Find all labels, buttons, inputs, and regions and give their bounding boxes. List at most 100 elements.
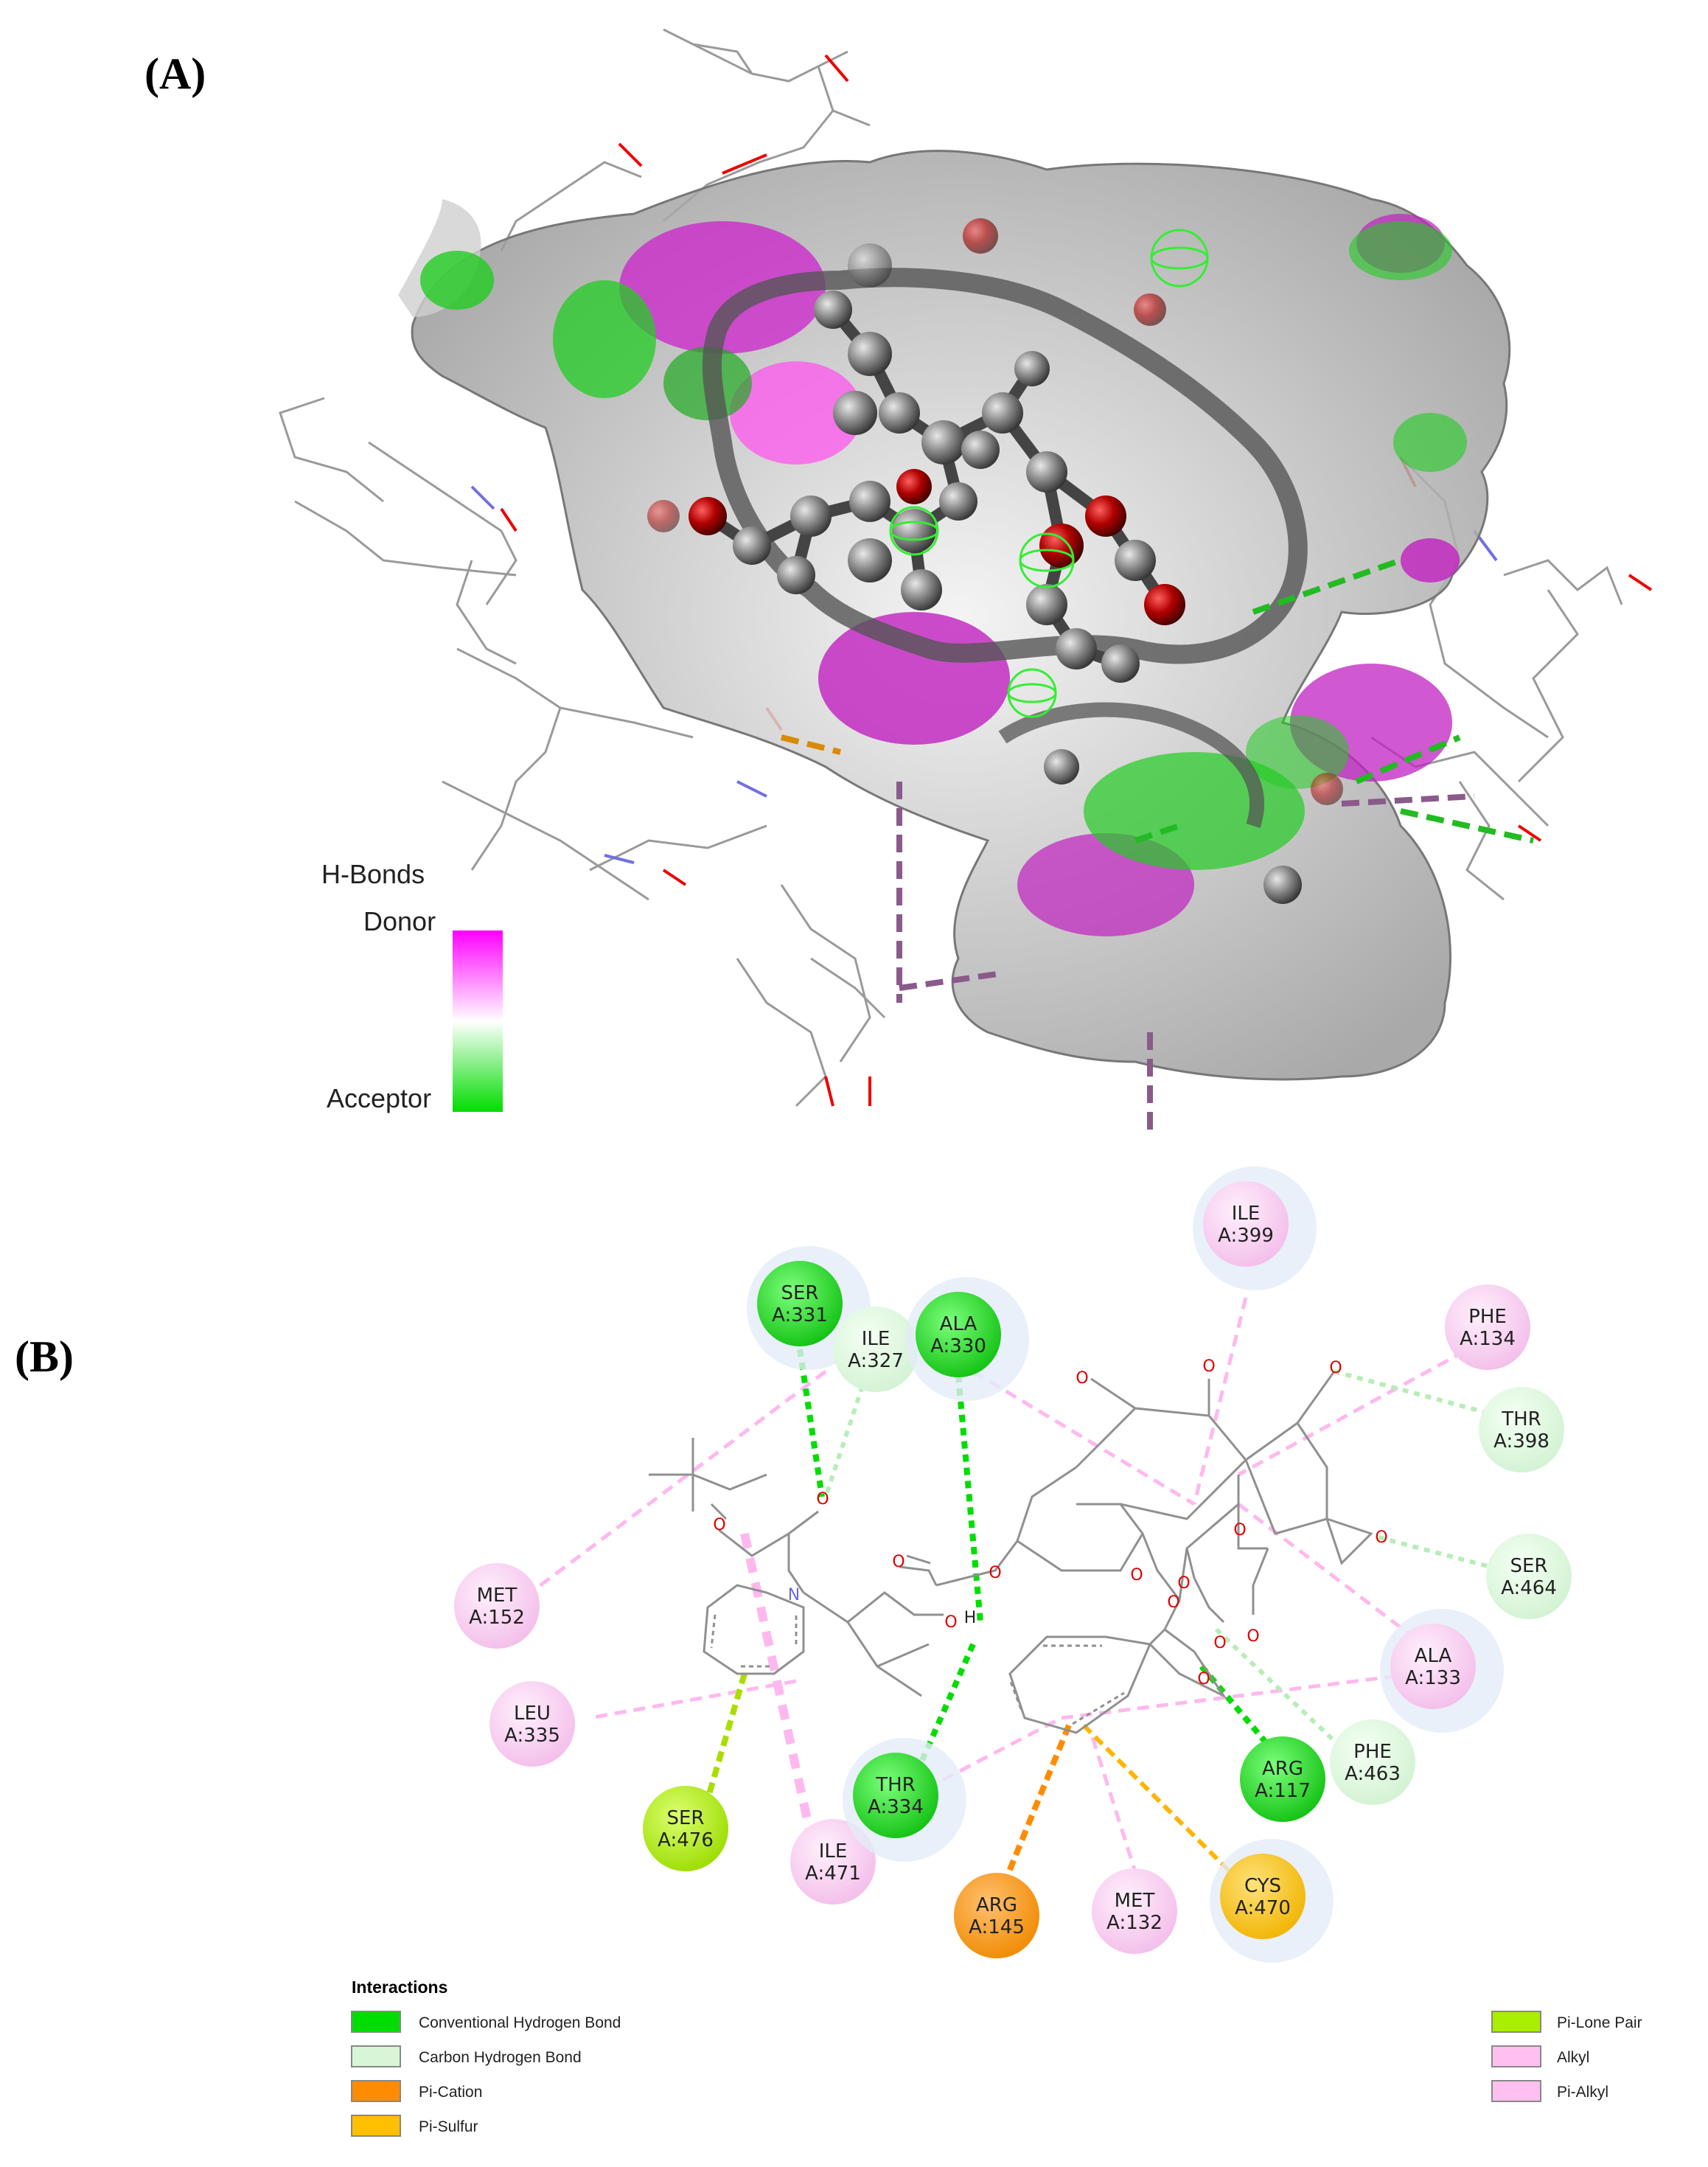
residue-name: ARG xyxy=(976,1894,1017,1916)
oxygen-atom: O xyxy=(1375,1528,1387,1547)
hbond-line xyxy=(955,1374,983,1623)
residue-id: A:145 xyxy=(969,1916,1025,1938)
hbond-legend-acceptor: Acceptor xyxy=(327,1083,431,1113)
residue-disc xyxy=(1203,1181,1289,1267)
legend-label-carbon-hbond: Carbon Hydrogen Bond xyxy=(419,2049,582,2066)
interactions-legend: Interactions Conventional Hydrogen Bond … xyxy=(351,1978,1642,2137)
hbond-legend-title: H-Bonds xyxy=(321,859,425,889)
panel-a-interaction-lines xyxy=(781,557,1534,1135)
residue-disc xyxy=(916,1292,1001,1377)
legend-swatch-pi-sulfur xyxy=(351,2115,401,2137)
oxygen-atom: O xyxy=(944,1613,957,1632)
residue-disc xyxy=(1445,1284,1530,1370)
legend-swatch-pi-cation xyxy=(351,2080,401,2102)
alkyl-line xyxy=(1237,1503,1424,1646)
oxygen-atom: O xyxy=(1202,1357,1215,1376)
carbon-hbond-line xyxy=(823,1385,865,1498)
hbond-legend: H-Bonds Donor Acceptor xyxy=(321,859,503,1113)
legend-label-pi-sulfur: Pi-Sulfur xyxy=(419,2118,478,2135)
hydrogen-atom: H xyxy=(964,1609,977,1627)
residue-disc xyxy=(853,1753,938,1838)
legend-label-pi-alkyl: Pi-Alkyl xyxy=(1557,2084,1608,2101)
legend-label-conventional-hbond: Conventional Hydrogen Bond xyxy=(419,2014,621,2031)
residue-name: MET xyxy=(1115,1890,1155,1912)
residue-name: LEU xyxy=(514,1702,551,1725)
residue-disc xyxy=(1240,1736,1325,1822)
residue-disc xyxy=(489,1681,575,1767)
oxygen-atom: O xyxy=(1197,1670,1210,1688)
residue-id: A:334 xyxy=(868,1796,924,1818)
pi-lone-pair-line xyxy=(705,1672,747,1801)
alkyl-line xyxy=(1192,1297,1248,1505)
residue-name: SER xyxy=(1510,1555,1548,1577)
nitrogen-atom: N xyxy=(788,1586,800,1604)
residue-disc xyxy=(954,1873,1039,1958)
alkyl-line xyxy=(972,1369,1196,1506)
oxygen-atom: O xyxy=(1233,1521,1246,1540)
residue-id: A:331 xyxy=(772,1304,828,1326)
residue-id: A:330 xyxy=(930,1335,986,1357)
hbond-gradient-bar xyxy=(453,931,503,1112)
pi-sulfur-line xyxy=(1081,1723,1241,1882)
hbond-line xyxy=(919,1643,976,1764)
oxygen-atom: O xyxy=(1167,1593,1179,1612)
residue-name: ILE xyxy=(862,1328,890,1350)
residue-id: A:152 xyxy=(469,1607,525,1629)
molecular-surface xyxy=(398,150,1511,1081)
oxygen-atom: O xyxy=(1130,1566,1143,1585)
residue-disc xyxy=(1220,1854,1306,1939)
alkyl-line xyxy=(890,1716,1063,1809)
residue-id: A:471 xyxy=(805,1862,861,1885)
oxygen-atom: O xyxy=(989,1564,1001,1582)
oxygen-atom: O xyxy=(1213,1634,1226,1652)
residue-name: CYS xyxy=(1244,1875,1281,1897)
residue-id: A:132 xyxy=(1106,1912,1163,1934)
interactions-legend-title: Interactions xyxy=(352,1978,447,1997)
ligand-atoms: O O N O O H O O O O O O O O O O O O xyxy=(713,1357,1387,1688)
hbond-legend-donor: Donor xyxy=(363,906,436,936)
legend-swatch-conventional-hbond xyxy=(351,2011,401,2033)
residue-id: A:463 xyxy=(1345,1763,1401,1785)
residue-disc xyxy=(1479,1387,1564,1472)
residue-disc xyxy=(454,1563,540,1649)
residue-disc xyxy=(1330,1719,1415,1805)
residue-id: A:133 xyxy=(1405,1667,1461,1689)
legend-label-pi-lone-pair: Pi-Lone Pair xyxy=(1557,2014,1642,2031)
oxygen-atom: O xyxy=(1247,1627,1259,1646)
residue-disc xyxy=(833,1307,919,1392)
residue-id: A:476 xyxy=(658,1829,714,1851)
carbon-hbond-line xyxy=(1214,1627,1351,1757)
residue-name: PHE xyxy=(1353,1741,1392,1763)
residue-disc xyxy=(643,1786,728,1871)
residue-disc xyxy=(1092,1868,1177,1954)
panel-a-label: (A) xyxy=(144,49,206,98)
oxygen-atom: O xyxy=(892,1553,904,1571)
legend-swatch-pi-alkyl xyxy=(1491,2080,1541,2102)
legend-label-pi-cation: Pi-Cation xyxy=(419,2084,482,2101)
residue-name: ALA xyxy=(1415,1645,1452,1667)
residue-name: THR xyxy=(875,1774,916,1796)
residue-name: ARG xyxy=(1262,1758,1303,1780)
residue-id: A:464 xyxy=(1501,1577,1557,1599)
residue-id: A:327 xyxy=(848,1350,904,1372)
protein-stick-residues xyxy=(279,28,1623,1107)
ligand-skeleton xyxy=(649,1371,1373,1734)
legend-swatch-carbon-hbond xyxy=(351,2045,401,2067)
residue-id: A:134 xyxy=(1460,1328,1516,1350)
residue-id: A:399 xyxy=(1218,1225,1274,1247)
legend-swatch-pi-lone-pair xyxy=(1491,2011,1541,2033)
residue-id: A:398 xyxy=(1493,1430,1550,1453)
oxygen-atom: O xyxy=(713,1516,725,1534)
interaction-lines xyxy=(529,1297,1519,1896)
